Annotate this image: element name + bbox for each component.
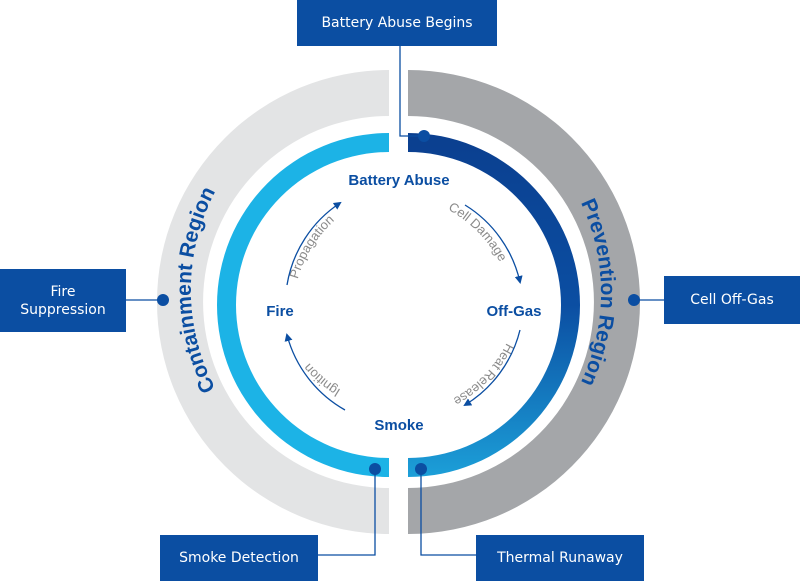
- arrow-cell-damage: [464, 204, 523, 284]
- dot-fire-suppression: [157, 294, 169, 306]
- callout-battery-abuse-begins-label: Battery Abuse Begins: [321, 15, 473, 31]
- dot-thermal-runaway: [415, 463, 427, 475]
- callout-fire-suppression: Fire Suppression: [0, 269, 126, 332]
- callout-battery-abuse-begins: Battery Abuse Begins: [297, 0, 497, 46]
- stage-battery-abuse: Battery Abuse: [348, 172, 449, 189]
- transition-propagation: Propagation: [286, 212, 336, 280]
- stage-smoke: Smoke: [374, 417, 423, 434]
- arrow-ignition: [284, 333, 346, 411]
- prevention-inner-ring: [408, 133, 580, 477]
- callout-thermal-runaway: Thermal Runaway: [476, 535, 644, 581]
- callout-cell-off-gas-label: Cell Off-Gas: [690, 292, 774, 308]
- dot-smoke-detection: [369, 463, 381, 475]
- callout-cell-off-gas: Cell Off-Gas: [664, 276, 800, 324]
- callout-thermal-runaway-label: Thermal Runaway: [497, 550, 623, 566]
- arrow-propagation: [286, 201, 342, 286]
- containment-outer-ring: [157, 70, 389, 534]
- callout-smoke-detection-label: Smoke Detection: [179, 550, 299, 566]
- connector-battery-abuse-begins: [399, 46, 420, 137]
- dot-battery-abuse-begins: [418, 130, 430, 142]
- connector-smoke-detection: [318, 470, 376, 556]
- arrow-heat-release: [463, 329, 521, 407]
- callout-smoke-detection: Smoke Detection: [160, 535, 318, 581]
- transition-cell-damage: Cell Damage: [446, 199, 510, 264]
- connector-thermal-runaway: [420, 470, 476, 556]
- prevention-outer-ring: [408, 70, 640, 534]
- stage-fire: Fire: [266, 303, 294, 320]
- dot-cell-off-gas: [628, 294, 640, 306]
- transition-heat-release: Heat Release: [451, 341, 517, 409]
- callout-fire-suppression-label: Fire Suppression: [20, 283, 106, 318]
- transition-ignition: Ignition: [300, 361, 342, 400]
- containment-inner-ring: [217, 133, 389, 477]
- stage-off-gas: Off-Gas: [486, 303, 541, 320]
